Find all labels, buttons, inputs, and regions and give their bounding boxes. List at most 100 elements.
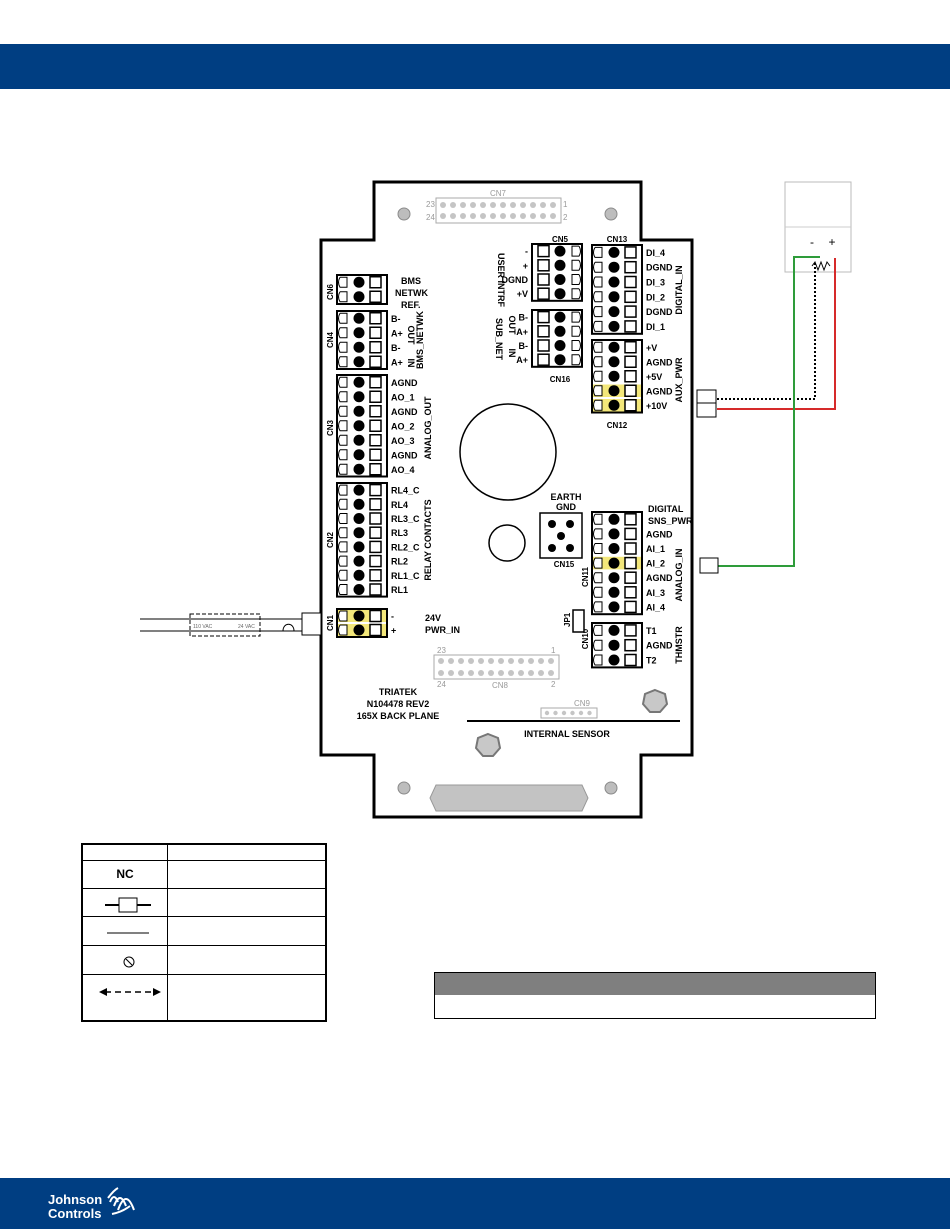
- legend-row: [83, 974, 325, 975]
- cn7-label: CN7: [490, 189, 507, 198]
- cn4-pin-label: A+: [391, 328, 403, 338]
- user-intrf-label: USER INTRF: [496, 253, 506, 308]
- cn7-n24: 24: [426, 213, 435, 222]
- cn8-pin: [538, 670, 544, 676]
- cn3-pin-label: AO_1: [391, 392, 415, 402]
- cn4-wire-entry: [338, 341, 348, 353]
- legend-row: [83, 916, 325, 917]
- cn12-screw: [608, 356, 620, 368]
- cn8-pin: [528, 658, 534, 664]
- cn5-screw: [554, 288, 566, 300]
- cn13-terminal: [624, 290, 637, 304]
- cn5-screw: [554, 274, 566, 285]
- cn4-wire-entry: [338, 327, 348, 339]
- cn7-pin: [480, 202, 486, 208]
- cn8-pin: [438, 670, 444, 676]
- cn1-terminal: [369, 623, 382, 637]
- cn4-wire-entry: [338, 312, 348, 324]
- cn2-screw: [353, 541, 365, 553]
- cn3-terminal: [369, 419, 382, 432]
- cn2-terminal: [369, 498, 382, 511]
- earth-screws: [474, 688, 669, 757]
- cn8-label: CN8: [492, 681, 509, 690]
- board-name: TRIATEK: [379, 687, 418, 697]
- cn11-pin-label: AI_1: [646, 544, 665, 554]
- cn2-pin-label: RL1: [391, 585, 408, 595]
- cn7-pin: [440, 213, 446, 219]
- cn2-pin-label: RL4_C: [391, 486, 420, 496]
- cn10-pin-label: T1: [646, 626, 657, 636]
- cn2-screw: [353, 498, 365, 510]
- cn13-pin-label: DI_4: [646, 248, 665, 258]
- jp1-jumper: [572, 609, 585, 633]
- cn5-wire-entry: [571, 274, 581, 285]
- cn3-wire-entry: [338, 420, 348, 432]
- cn9-pin: [587, 710, 592, 716]
- cn2-terminal: [369, 554, 382, 568]
- cn11-terminal: [624, 556, 637, 570]
- cn4-terminal: [369, 355, 382, 368]
- cn12-screw: [608, 385, 620, 397]
- earth-gnd-pin: [566, 520, 574, 528]
- earth-label: EARTH: [551, 492, 582, 502]
- cn5-wire-entry: [571, 245, 581, 257]
- cn4-label: CN4: [326, 331, 335, 348]
- cn8-pin: [488, 658, 494, 664]
- cn4-pin-label: B-: [391, 343, 401, 353]
- cn8-pin: [498, 670, 504, 676]
- cn6-wire-entry: [338, 291, 348, 303]
- cn13-terminal: [624, 320, 637, 333]
- cn2-wire-entry: [338, 541, 348, 553]
- cn13-terminal: [624, 246, 637, 259]
- cn1-wire-entry: [338, 624, 348, 636]
- cn8-pin: [458, 658, 464, 664]
- cn7-pins: [440, 202, 556, 219]
- cn11-screw: [608, 528, 620, 540]
- cn6-terminal: [369, 290, 382, 303]
- cn8-n24: 24: [437, 680, 446, 689]
- cn16-wire-entry: [571, 311, 581, 323]
- cn8-pin: [438, 658, 444, 664]
- cn7-pin: [530, 202, 536, 208]
- cn7-pin: [490, 213, 496, 219]
- cn11-pin-label: AI_3: [646, 588, 665, 598]
- cn9-label: CN9: [574, 699, 591, 708]
- legend-table: NC: [81, 843, 327, 1022]
- cn3-terminal: [369, 390, 382, 403]
- cn3-pin-label: AO_2: [391, 421, 415, 431]
- cn11-wire-entry: [593, 586, 603, 598]
- cn16-pin-label: B-: [519, 341, 529, 351]
- earth-gnd-pin: [548, 520, 556, 528]
- jp1-label: JP1: [563, 612, 572, 627]
- cn6-terminal: [369, 276, 382, 289]
- cn6-wire-entry: [338, 276, 348, 288]
- cn13-terminal: [624, 260, 637, 274]
- cn8-n2: 2: [551, 680, 556, 689]
- bottom-slot: [429, 784, 589, 812]
- cn12-label: CN12: [607, 421, 628, 430]
- cn9-pin: [553, 710, 558, 716]
- digital-in-label: DIGITAL_IN: [674, 265, 684, 314]
- cn3-terminal: [369, 376, 382, 389]
- cn3-terminal: [369, 448, 382, 461]
- cn8-pin: [448, 658, 454, 664]
- cn16-wire-entry: [571, 340, 581, 351]
- cn7-pin: [450, 213, 456, 219]
- cn1-label: CN1: [326, 614, 335, 631]
- cn11-wire-entry: [593, 572, 603, 584]
- cn4-terminal: [369, 341, 382, 354]
- cn7-pin: [520, 213, 526, 219]
- cn2-screw: [353, 484, 365, 496]
- cn13-wire-entry: [593, 276, 603, 288]
- cn10-screw: [608, 639, 620, 651]
- cn16-pin-label: A+: [516, 327, 528, 337]
- cn1-terminal: [369, 609, 382, 623]
- cn7-pin: [510, 202, 516, 208]
- digital-label: DIGITAL: [648, 504, 684, 514]
- cn5-wire-entry: [571, 259, 581, 271]
- cn11-terminal: [624, 513, 637, 526]
- cn16-wire-entry: [571, 354, 581, 366]
- info-table-header: [435, 973, 875, 995]
- cn3-pin-label: AGND: [391, 407, 418, 417]
